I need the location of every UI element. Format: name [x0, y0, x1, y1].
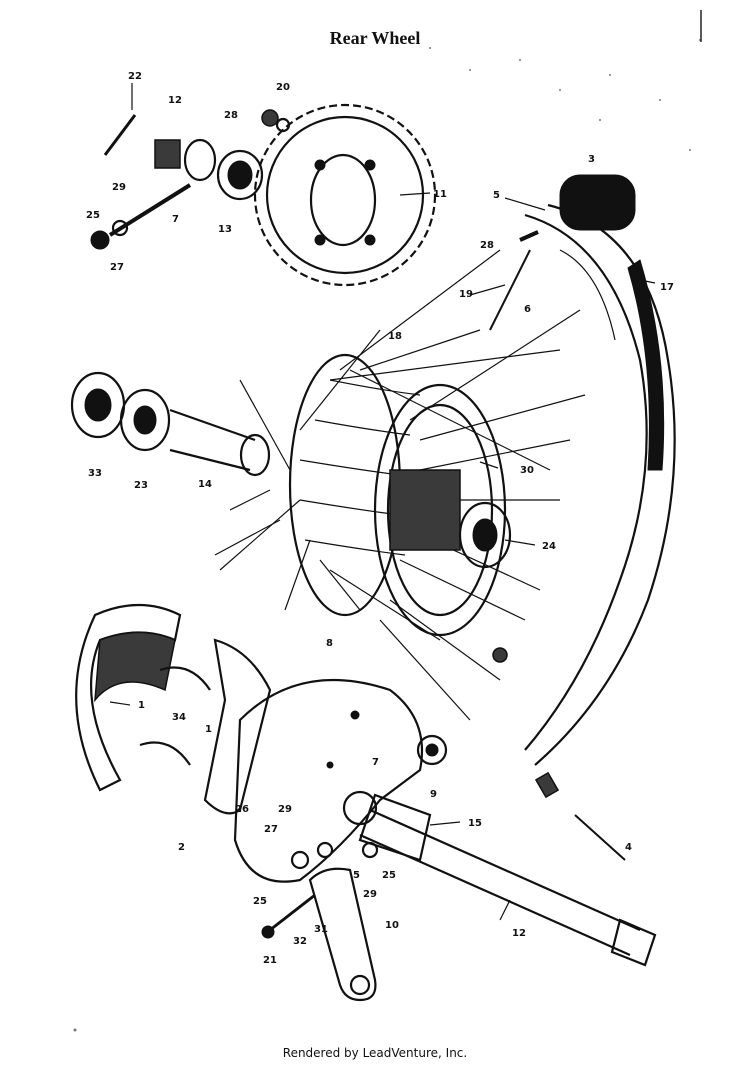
- callout-7-bottom: 7: [372, 757, 379, 768]
- callout-2: 2: [178, 842, 185, 853]
- callout-18: 18: [388, 331, 402, 342]
- callout-12-bottom: 12: [512, 928, 526, 939]
- callout-25-top: 25: [86, 210, 100, 221]
- callout-6: 6: [524, 304, 531, 315]
- callout-30: 30: [520, 465, 534, 476]
- brake-panel: [233, 678, 448, 883]
- callout-5: 5: [493, 190, 500, 201]
- callout-24: 24: [542, 541, 556, 552]
- footer-credit: Rendered by LeadVenture, Inc.: [282, 1046, 468, 1060]
- sprocket: [253, 103, 437, 287]
- callout-33: 33: [88, 468, 102, 479]
- callout-21: 21: [263, 955, 277, 966]
- callout-34: 34: [172, 712, 186, 723]
- callout-13: 13: [218, 224, 232, 235]
- callout-1-left: 1: [138, 700, 145, 711]
- tire-rim: [524, 203, 676, 766]
- callout-27-bottom: 27: [264, 824, 278, 835]
- callout-32: 32: [293, 936, 307, 947]
- callout-20: 20: [276, 82, 290, 93]
- callout-9: 9: [430, 789, 437, 800]
- hub-drum: [288, 353, 512, 637]
- brake-shoes: [75, 603, 272, 815]
- callout-1-center: 1: [205, 724, 212, 735]
- chain-adjuster: [90, 109, 636, 331]
- callout-25-right: 25: [382, 870, 396, 881]
- callout-31: 31: [314, 924, 328, 935]
- callout-labels: 22 12 20 28 3 5 11 29 25 7 13 28 27 17 1…: [86, 71, 674, 966]
- diagram-title: Rear Wheel: [329, 28, 421, 48]
- callout-22: 22: [128, 71, 142, 82]
- callout-4: 4: [625, 842, 632, 853]
- callout-11: 11: [433, 189, 447, 200]
- callout-8: 8: [326, 638, 333, 649]
- callout-17: 17: [660, 282, 674, 293]
- leader-lines: [109, 83, 656, 921]
- spokes: [214, 249, 586, 721]
- callout-29-mid: 29: [278, 804, 292, 815]
- callout-10: 10: [385, 920, 399, 931]
- callout-14: 14: [198, 479, 212, 490]
- callout-5-bottom: 5: [353, 870, 360, 881]
- callout-27-top: 27: [110, 262, 124, 273]
- axle-bearings: [70, 371, 271, 477]
- callout-29-top: 29: [112, 182, 126, 193]
- callout-26: 26: [235, 804, 249, 815]
- callout-29-bottom: 29: [363, 889, 377, 900]
- callout-19: 19: [459, 289, 473, 300]
- scan-noise: [73, 10, 702, 1032]
- callout-28-top: 28: [224, 110, 238, 121]
- callout-15: 15: [468, 818, 482, 829]
- brake-lever: [261, 841, 379, 1002]
- callout-3: 3: [588, 154, 595, 165]
- callout-12-top: 12: [168, 95, 182, 106]
- callout-23: 23: [134, 480, 148, 491]
- small-fittings: [492, 647, 626, 861]
- callout-7-top: 7: [172, 214, 179, 225]
- callout-25-bottom: 25: [253, 896, 267, 907]
- callout-28-right: 28: [480, 240, 494, 251]
- rear-axle: [342, 790, 657, 967]
